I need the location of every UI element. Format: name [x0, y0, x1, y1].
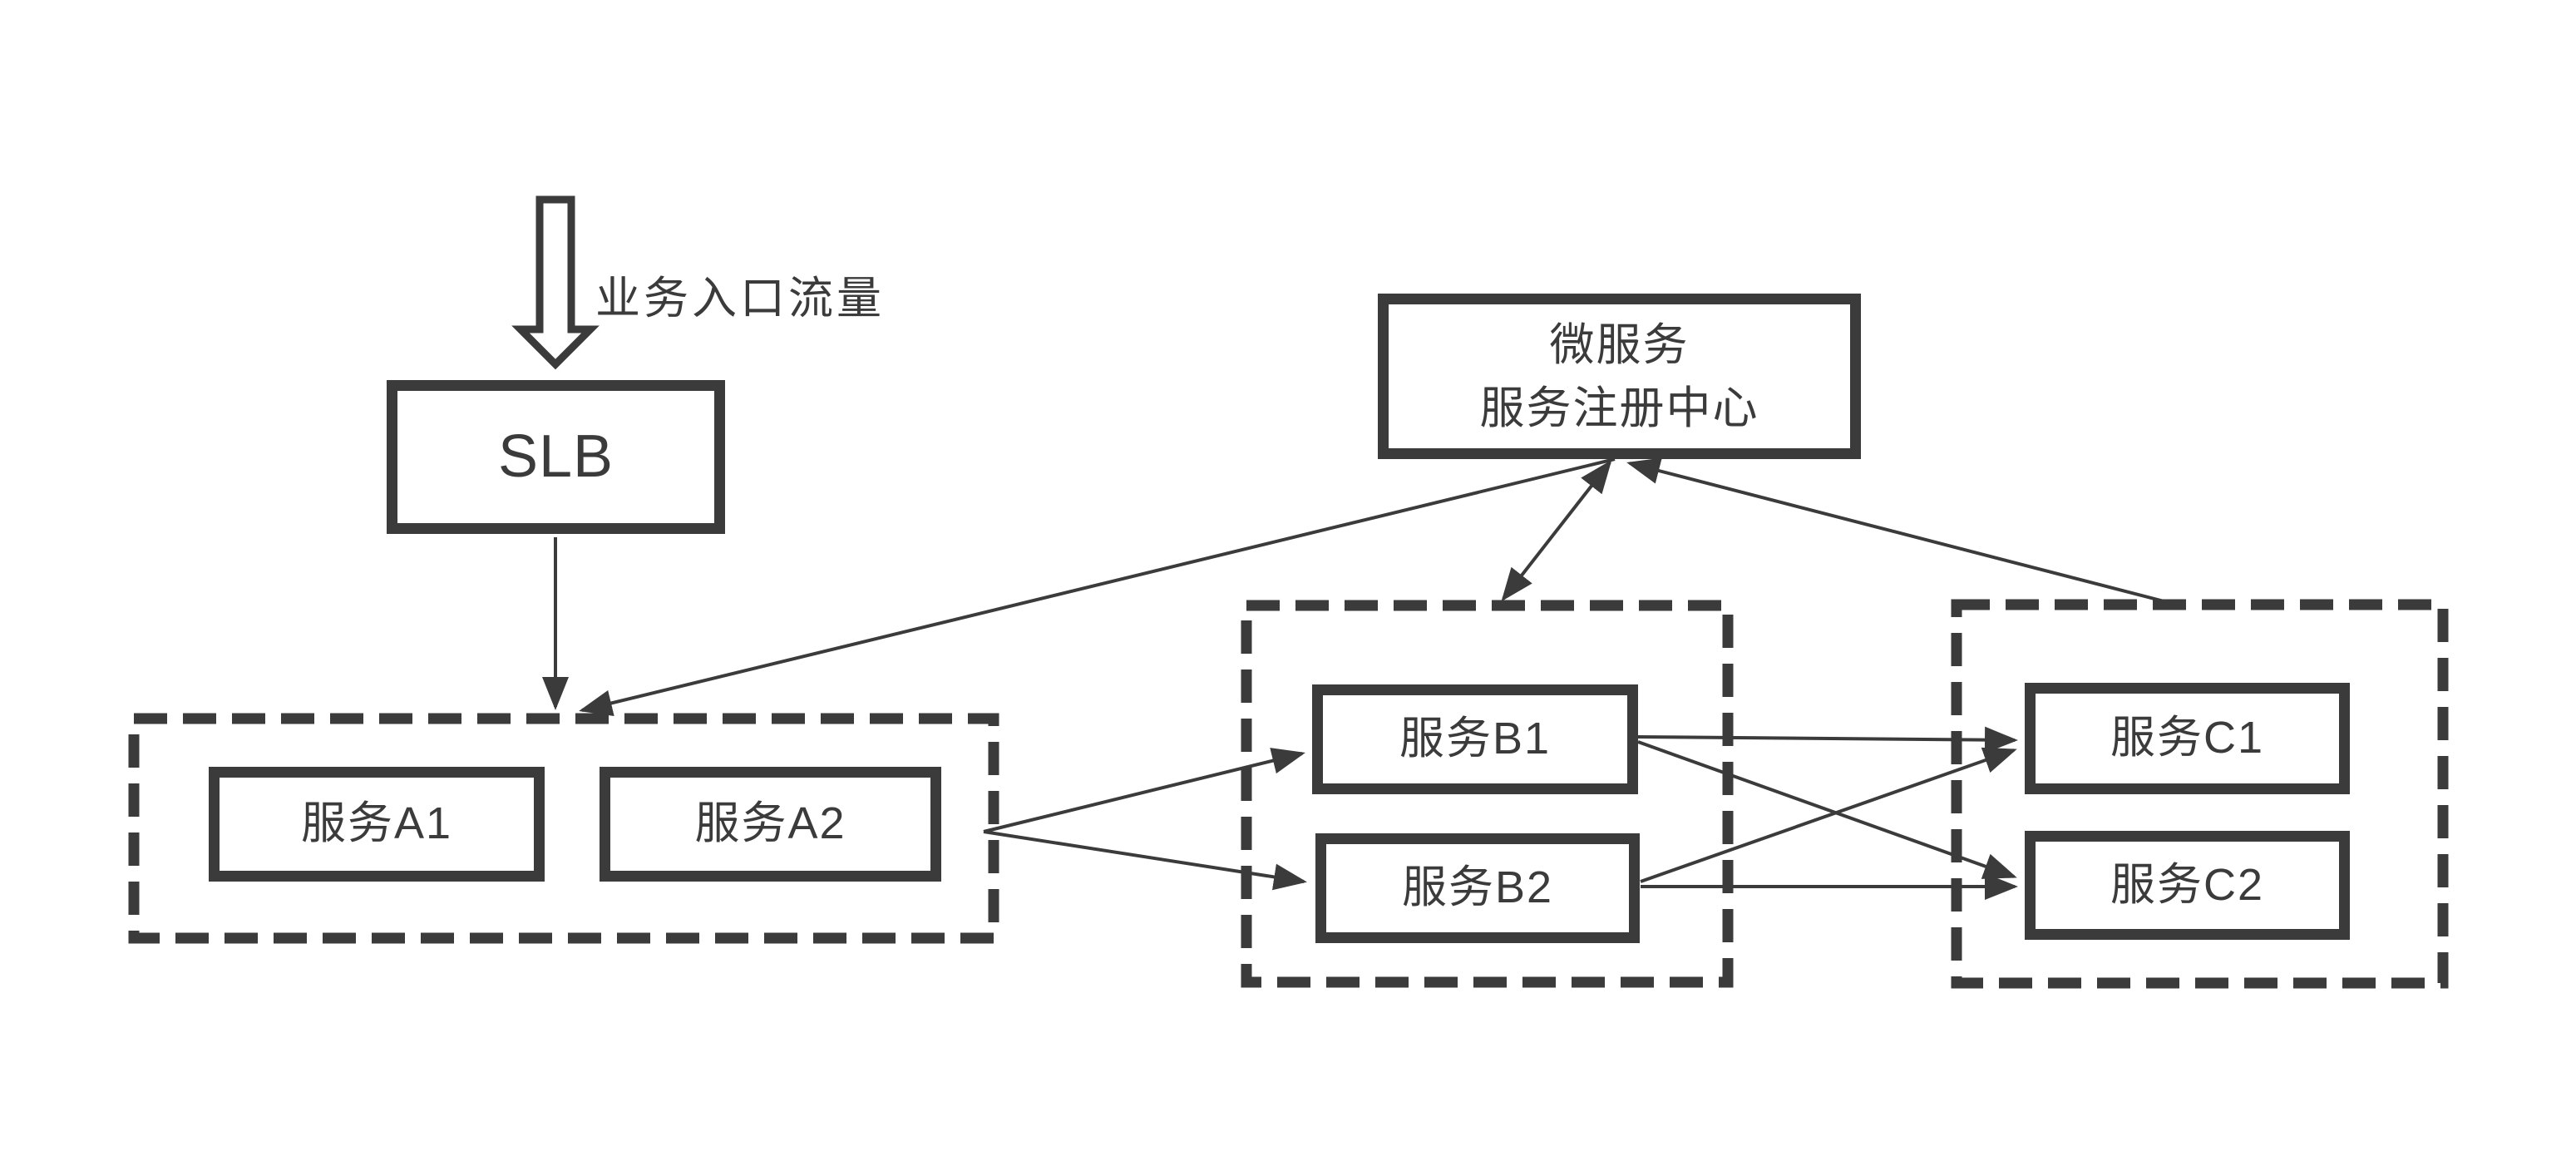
service-box-b2: 服务B2 — [1315, 833, 1640, 943]
arrow-cluster-a-to-b1 — [983, 748, 1305, 833]
slb-box: SLB — [387, 380, 725, 534]
service-b1-label: 服务B1 — [1399, 714, 1552, 764]
arrow-registry-cluster-b-bidirectional — [1501, 459, 1612, 602]
service-box-a2: 服务A2 — [600, 767, 941, 882]
arrow-registry-to-cluster-a — [579, 457, 1616, 717]
registry-label-line2: 服务注册中心 — [1479, 383, 1759, 433]
service-box-c2: 服务C2 — [2025, 831, 2350, 940]
service-a1-label: 服务A1 — [300, 798, 453, 849]
arrow-b2-to-c1 — [1640, 747, 2017, 883]
arrow-b1-to-c2 — [1637, 740, 2017, 879]
service-c1-label: 服务C1 — [2110, 713, 2265, 763]
registry-box: 微服务 服务注册中心 — [1378, 294, 1861, 459]
arrow-cluster-c-to-registry — [1626, 457, 2178, 606]
arrow-cluster-a-to-b2 — [983, 830, 1307, 891]
cluster-c-boundary — [1951, 599, 2449, 989]
service-box-b1: 服务B1 — [1312, 684, 1638, 794]
registry-label-line1: 微服务 — [1549, 319, 1690, 370]
service-c2-label: 服务C2 — [2110, 859, 2265, 910]
slb-label: SLB — [497, 422, 614, 490]
arrow-b1-to-c1 — [1637, 726, 2018, 753]
entry-traffic-label: 业务入口流量 — [595, 274, 885, 324]
cluster-b-boundary — [1241, 600, 1734, 988]
service-box-c1: 服务C1 — [2025, 683, 2350, 794]
service-a2-label: 服务A2 — [694, 798, 846, 849]
service-b2-label: 服务B2 — [1401, 862, 1554, 913]
service-box-a1: 服务A1 — [209, 767, 545, 882]
big-down-arrow-icon — [511, 195, 600, 370]
